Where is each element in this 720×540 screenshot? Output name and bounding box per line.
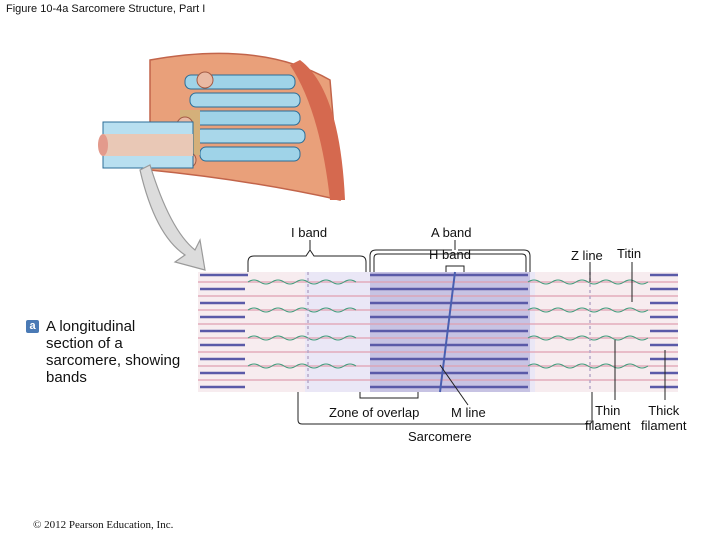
thick-filament-label: Thick filament	[641, 403, 687, 433]
titin-label: Titin	[617, 246, 642, 261]
titin-filaments	[247, 279, 649, 369]
myofibrils	[176, 71, 306, 169]
caption-text: A longitudinal section of a sarcomere, s…	[46, 318, 181, 386]
copyright-notice: © 2012 Pearson Education, Inc.	[33, 519, 174, 531]
a-band-label: A band	[431, 225, 472, 240]
sarcomere-section	[198, 271, 678, 393]
zoom-arrow-icon	[139, 164, 206, 271]
h-band-label: H band	[429, 247, 471, 262]
thin-filaments	[198, 281, 678, 381]
figure-title: Figure 10-4a Sarcomere Structure, Part I	[6, 3, 206, 15]
sarcomere-label: Sarcomere	[408, 429, 472, 444]
z-line-label: Z line	[571, 248, 603, 263]
m-line-mark	[439, 271, 456, 393]
thin-filament-label: Thin filament	[585, 403, 631, 433]
brackets	[247, 240, 666, 425]
z-lines	[307, 272, 591, 392]
m-line-label: M line	[451, 405, 486, 420]
muscle-fiber-illustration	[98, 52, 345, 201]
thick-filaments	[200, 273, 678, 389]
caption-badge: a	[26, 320, 39, 333]
zone-of-overlap-label: Zone of overlap	[329, 405, 420, 420]
i-band-label: I band	[291, 225, 328, 240]
